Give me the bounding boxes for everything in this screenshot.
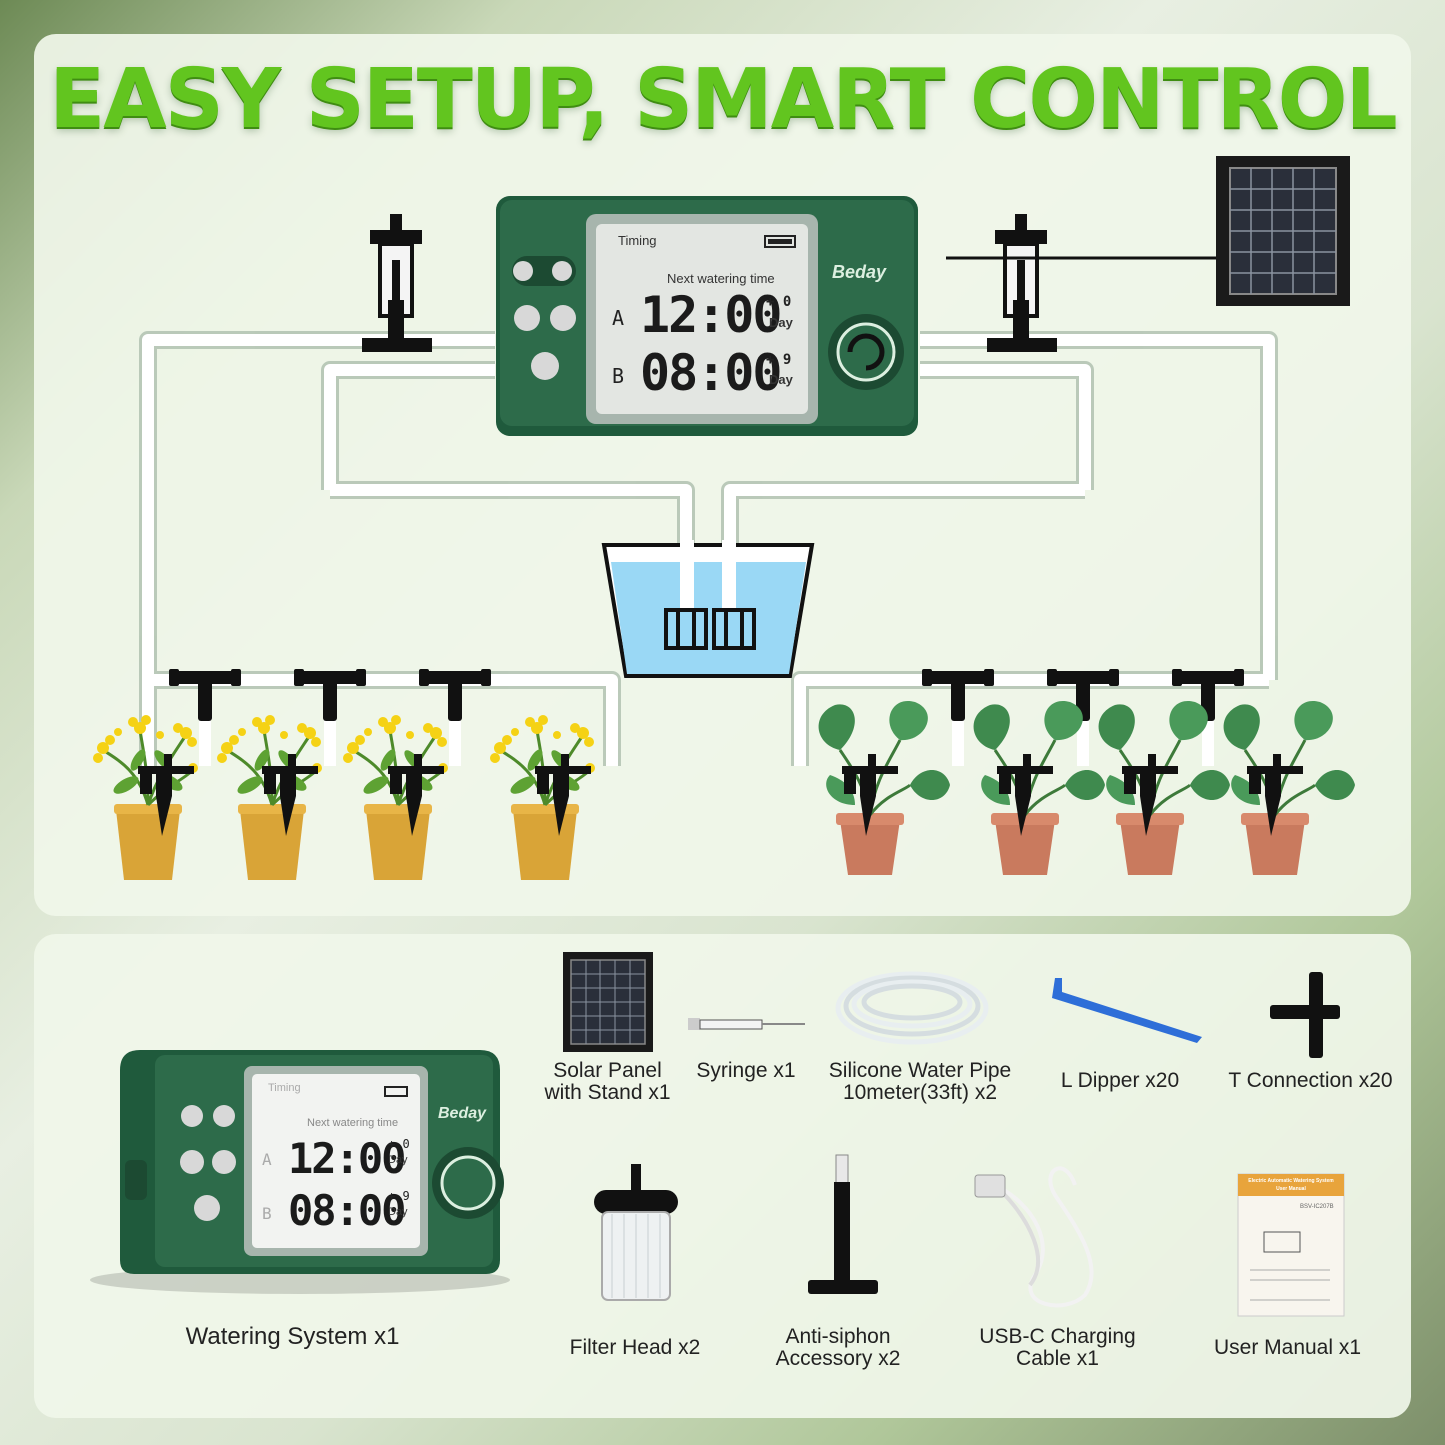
water-pipe-item: [835, 971, 989, 1045]
lcd-row-a-unit: Day: [769, 315, 793, 330]
lcd-row-b-time-small: 08:00: [288, 1186, 406, 1235]
solar-panel-item: [563, 952, 653, 1052]
pump-icon: [180, 1150, 204, 1174]
anti-siphon-left: [362, 214, 432, 352]
lcd-row-b-letter: B: [612, 364, 625, 388]
lcd-row-a-offset-small: + 0: [388, 1137, 410, 1151]
watering-system-label: Watering System x1: [185, 1323, 400, 1350]
syringe-label: Syringe x1: [696, 1059, 796, 1082]
flower-pot-4: [488, 713, 597, 882]
lcd-row-b-unit-small: Day: [388, 1206, 408, 1218]
lcd-mode-label-small: Timing: [268, 1082, 301, 1094]
watering-system-product: [90, 1050, 510, 1294]
gear-icon: [213, 1105, 235, 1127]
manual-title: Electric Automatic Watering System: [1248, 1178, 1334, 1184]
user-manual-label: User Manual x1: [1213, 1336, 1362, 1359]
play-pause-icon: [550, 305, 576, 331]
usb-cable-item: [974, 1166, 1094, 1308]
manual-code: BSV-IC207B: [1300, 1204, 1334, 1210]
plant-pot-1: [817, 699, 952, 877]
power-icon: [531, 352, 559, 380]
plant-pot-4: [1222, 699, 1357, 877]
manual-subtitle: User Manual: [1276, 1186, 1306, 1192]
anti-siphon-right: [987, 214, 1057, 352]
percent-icon: [181, 1105, 203, 1127]
percent-icon: [513, 261, 533, 281]
lcd-subtitle-small: Next watering time: [307, 1117, 399, 1129]
lcd-row-a-time: 12:00: [640, 286, 783, 344]
lcd-row-a-unit-small: Day: [388, 1154, 408, 1166]
syringe-item: [688, 1018, 805, 1030]
flower-pot-2: [215, 713, 324, 882]
l-dipper-item: [1052, 978, 1202, 1043]
dial-icon: [847, 333, 885, 371]
lcd-row-b-time: 08:00: [640, 344, 783, 402]
play-pause-icon: [212, 1150, 236, 1174]
anti-siphon-item: [808, 1154, 878, 1294]
lcd-row-b-offset: + 9: [766, 352, 792, 368]
l-dipper-label: L Dipper x20: [1060, 1069, 1180, 1092]
lcd-row-a-letter: A: [612, 306, 625, 330]
lcd-mode-label: Timing: [618, 233, 657, 248]
gear-icon: [552, 261, 572, 281]
lcd-row-b-letter-small: B: [262, 1204, 272, 1223]
power-icon: [194, 1195, 220, 1221]
filter-head-item: [594, 1164, 678, 1301]
flower-pot-3: [341, 713, 450, 882]
t-connection-item: [1270, 972, 1340, 1058]
solar-panel-icon: [1216, 156, 1350, 306]
brand-logo-small: Beday: [438, 1105, 487, 1122]
filter-head-label: Filter Head x2: [569, 1336, 701, 1359]
user-manual-item: [1237, 1173, 1345, 1317]
controller-device: [496, 196, 918, 436]
headline: EASY SETUP, SMART CONTROL: [49, 52, 1397, 147]
water-tank: [601, 540, 815, 678]
filter-icon: [664, 608, 756, 650]
lcd-subtitle: Next watering time: [667, 271, 775, 286]
brand-logo: Beday: [832, 262, 887, 282]
lcd-row-a-letter-small: A: [262, 1150, 272, 1169]
lcd-row-a-time-small: 12:00: [288, 1134, 406, 1183]
pump-icon: [514, 305, 540, 331]
lcd-row-a-offset: + 0: [766, 294, 792, 310]
lcd-row-b-unit: Day: [769, 372, 793, 387]
t-connection-label: T Connection x20: [1228, 1069, 1393, 1092]
lcd-row-b-offset-small: + 9: [388, 1189, 410, 1203]
